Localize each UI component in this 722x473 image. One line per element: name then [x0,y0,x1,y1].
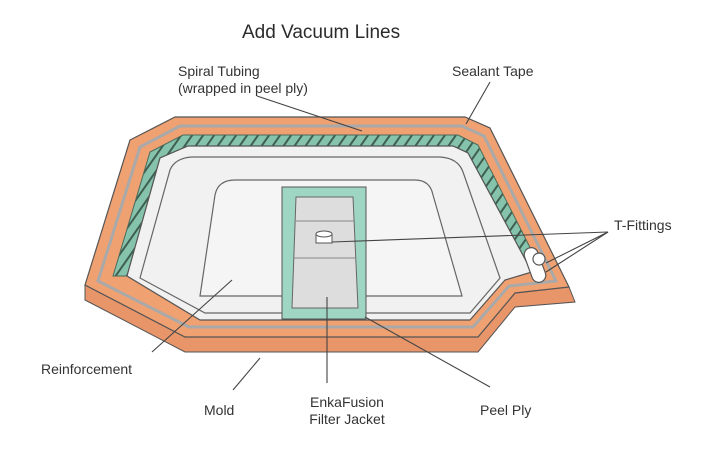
t-fitting-right [523,247,547,283]
t-fitting-center [315,230,333,244]
diagram-title: Add Vacuum Lines [242,22,401,43]
sealant-tape-stripe [96,124,559,329]
label-mold: Mold [204,402,235,418]
label-t-fittings: T-Fittings [614,217,672,233]
leader-lines [151,81,609,391]
label-peel-ply: Peel Ply [480,402,532,418]
filter-jacket-inner [291,196,359,309]
label-filter-jacket: Filter Jacket [309,411,385,427]
peel-ply-outline [139,156,501,314]
label-spiral-tubing-note: (wrapped in peel ply) [178,80,308,96]
label-sealant-tape: Sealant Tape [452,63,534,79]
label-enkafusion: EnkaFusion [310,394,384,410]
label-reinforcement: Reinforcement [41,361,133,377]
label-spiral-tubing: Spiral Tubing [178,63,260,79]
